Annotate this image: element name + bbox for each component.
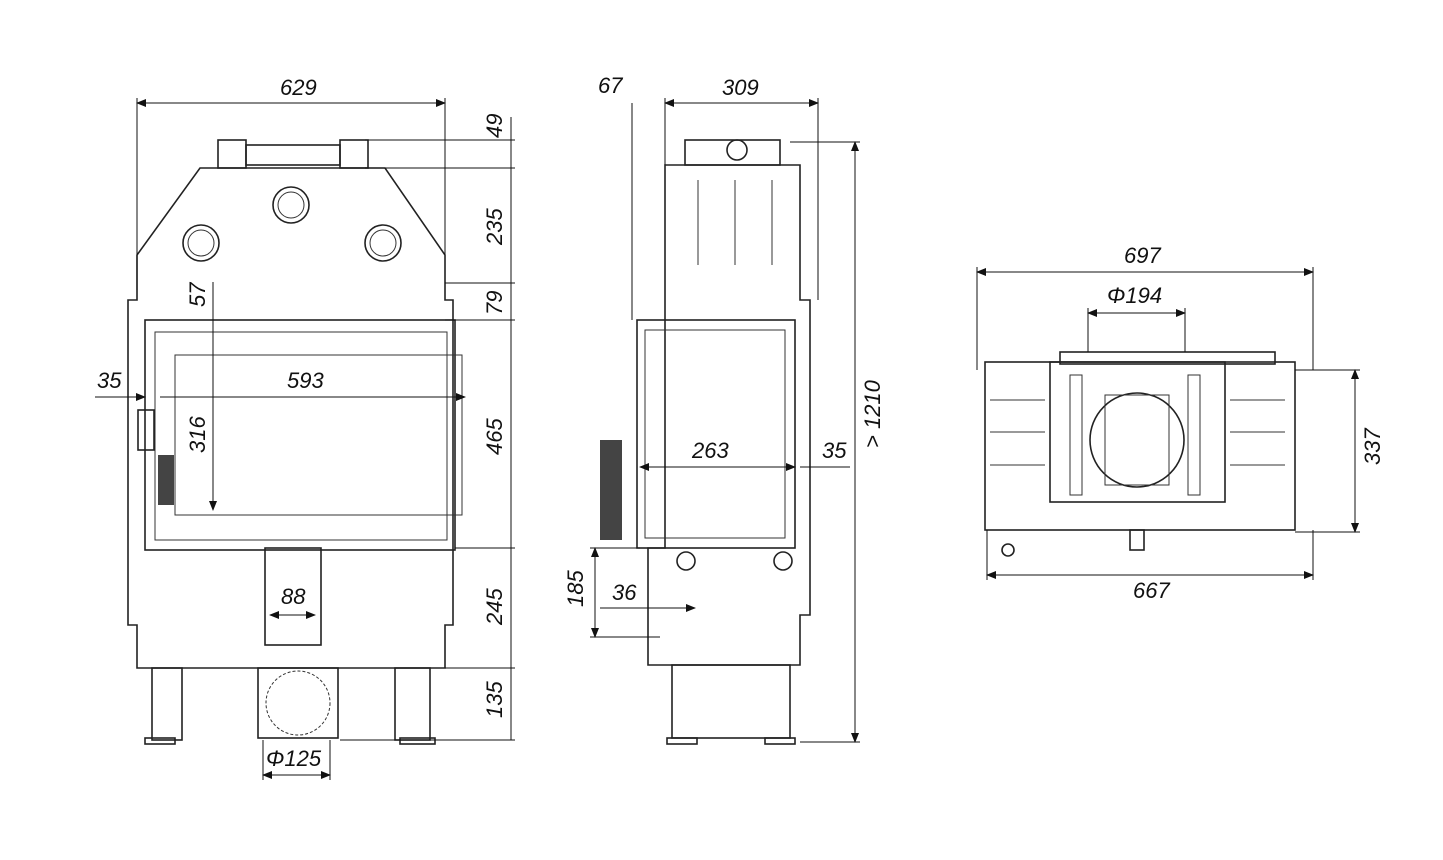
door-depth-label: 263 [691,438,729,463]
outlet-diameter-label: Φ194 [1107,283,1162,308]
side-view [600,139,811,745]
body-width-label: 667 [1133,578,1170,603]
flue-diameter-label: Φ125 [266,746,322,771]
hood-to-door-label: 79 [482,291,507,315]
bracket-height-label: 49 [482,114,507,138]
rear-offset-label: 35 [822,438,847,463]
side-depth-label: 309 [722,75,759,100]
side-front-offset-label: 67 [598,73,623,98]
handle-offset-label: 36 [612,580,637,605]
door-top-offset-label: 57 [185,282,210,307]
glass-height-label: 316 [185,416,210,453]
front-view [127,139,463,745]
top-view [984,351,1296,557]
handle-height-label: 185 [563,570,588,607]
leg-height-label: 135 [482,681,507,718]
dimension-labels: 629 49 235 79 57 35 593 316 465 88 245 1… [97,73,1385,771]
door-height-label: 465 [482,418,507,455]
hood-height-label: 235 [482,208,507,246]
top-depth-label: 337 [1360,428,1385,465]
glass-width-label: 593 [287,368,324,393]
front-width-label: 629 [280,75,317,100]
total-height-label: > 1210 [860,379,885,448]
dimension-lines [95,98,1360,780]
base-height-label: 245 [482,588,507,626]
ash-channel-label: 88 [281,584,306,609]
left-offset-label: 35 [97,368,122,393]
top-width-label: 697 [1124,243,1161,268]
